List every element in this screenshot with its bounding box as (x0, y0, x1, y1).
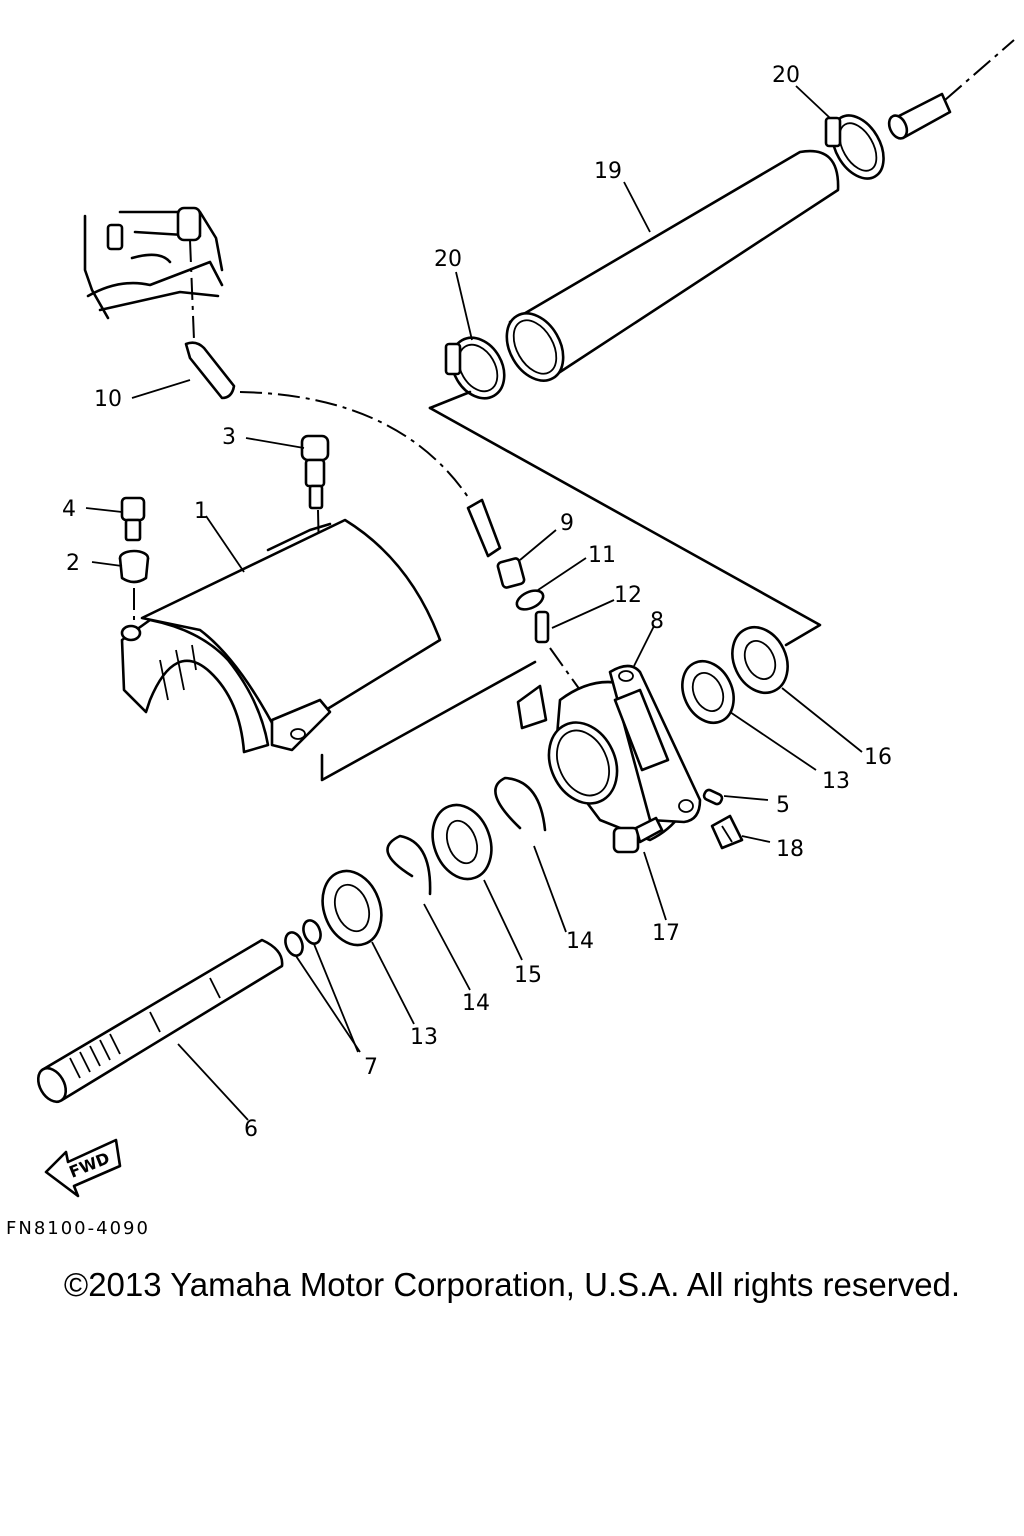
callout-labels: 20 19 20 10 3 4 1 2 9 11 12 8 16 13 5 18… (62, 63, 892, 1142)
bolt-4 (120, 496, 146, 542)
drive-shaft-6 (36, 938, 284, 1104)
callout-14-right: 14 (566, 929, 594, 954)
bypass-hose-10 (184, 341, 502, 558)
hose-clamp-upper (824, 114, 885, 180)
callout-8: 8 (650, 609, 664, 634)
diagram-code: FN8100-4090 (6, 1218, 150, 1239)
callout-3: 3 (222, 425, 236, 450)
assembly-guide-lines (320, 390, 822, 782)
callout-16: 16 (864, 745, 892, 770)
callout-2: 2 (66, 551, 80, 576)
bearing-15 (431, 803, 493, 881)
collar-2 (118, 549, 150, 620)
callout-14-left: 14 (462, 991, 490, 1016)
callout-19: 19 (594, 159, 622, 184)
snap-ring-14-left (386, 834, 432, 896)
pin-5 (702, 788, 724, 806)
callout-1: 1 (194, 499, 208, 524)
hose-clamp-lower (444, 336, 506, 400)
bearing-housing-8 (516, 664, 702, 842)
parts-diagram: FWD 20 19 20 10 3 4 1 2 (36, 39, 1015, 1198)
copyright-notice: ©2013 Yamaha Motor Corporation, U.S.A. A… (63, 1266, 961, 1303)
snap-ring-14-right (494, 776, 547, 832)
callout-7: 7 (364, 1055, 378, 1080)
hose-19 (505, 149, 840, 382)
callout-12: 12 (614, 583, 642, 608)
callout-13-upper: 13 (822, 769, 850, 794)
cover-1 (120, 518, 442, 754)
drive-shaft-end (887, 39, 1015, 140)
callout-9: 9 (560, 511, 574, 536)
bearing-13-upper (681, 659, 735, 725)
bearing-16 (731, 625, 789, 695)
callout-6: 6 (244, 1117, 258, 1142)
callout-15: 15 (514, 963, 542, 988)
bolt-17 (612, 816, 664, 854)
callout-20-top: 20 (772, 63, 800, 88)
callout-18: 18 (776, 837, 804, 862)
callout-17: 17 (652, 921, 680, 946)
callout-11: 11 (588, 543, 616, 568)
engine-block (83, 206, 224, 341)
clip-18 (710, 814, 744, 850)
o-rings-7 (284, 919, 322, 957)
hose-fittings (496, 557, 581, 691)
oil-seal-13 (321, 869, 383, 947)
leader-lines (85, 85, 863, 1121)
callout-10: 10 (94, 387, 122, 412)
callout-4: 4 (62, 497, 76, 522)
forward-arrow-icon: FWD (44, 1138, 122, 1198)
callout-5: 5 (776, 793, 790, 818)
callout-20-lower: 20 (434, 247, 462, 272)
callout-13-lower: 13 (410, 1025, 438, 1050)
